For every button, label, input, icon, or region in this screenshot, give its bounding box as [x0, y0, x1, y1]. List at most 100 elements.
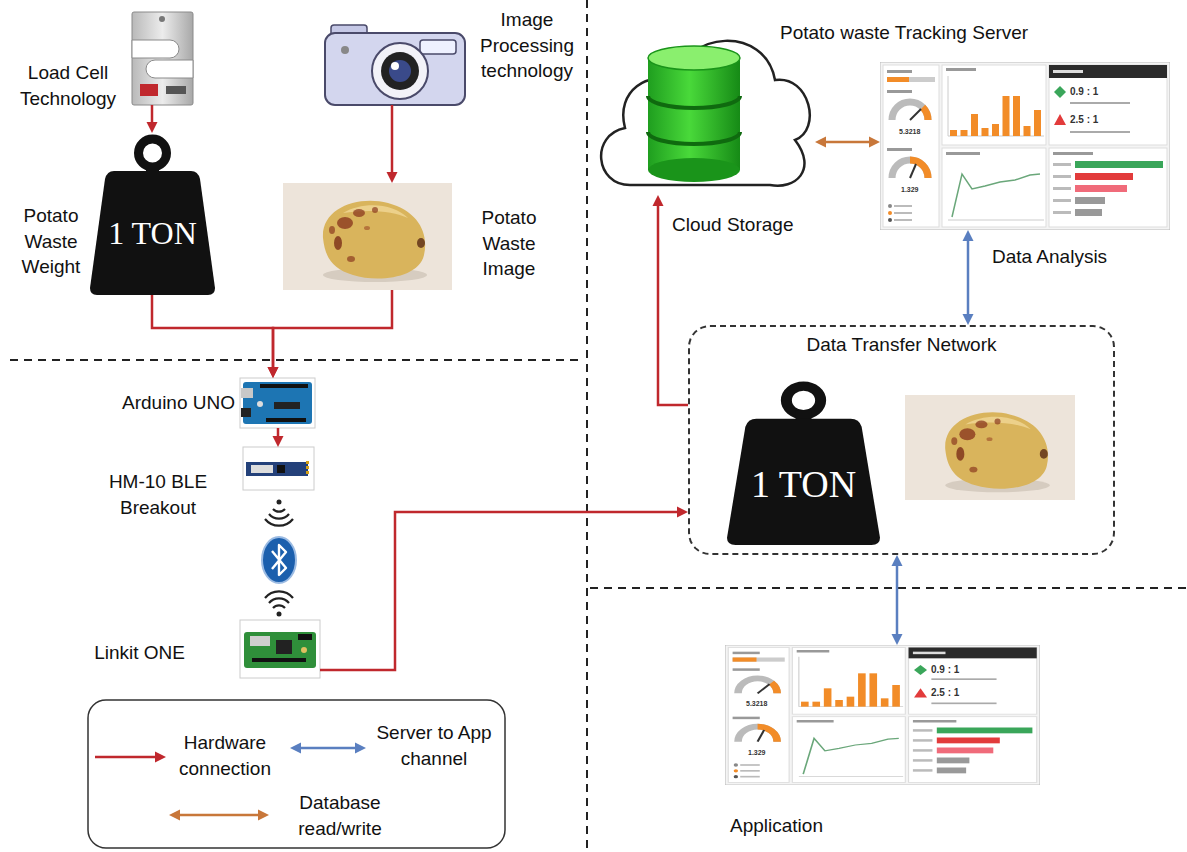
arrow-head — [268, 367, 279, 378]
cloud-storage-picture-part — [648, 132, 740, 144]
arduino-board-part — [243, 382, 312, 424]
hm10-module-part — [306, 466, 309, 469]
load-cell-picture-part — [159, 16, 165, 22]
weight-icon — [727, 386, 880, 545]
connector — [147, 105, 158, 133]
node-label: Image Processing technology — [473, 7, 581, 84]
arduino-board-part — [241, 388, 253, 398]
node-label: 1 TON — [727, 462, 880, 508]
arrow-head — [677, 507, 688, 518]
wireless-icon-part — [277, 612, 282, 617]
legend-box-part — [169, 810, 180, 821]
arrow-head — [869, 137, 880, 148]
weight-node: 1 TON — [727, 380, 880, 545]
node-label: Cloud Storage — [672, 212, 793, 238]
connector — [892, 555, 903, 645]
connector — [815, 137, 880, 148]
wireless-icon-part — [273, 605, 285, 608]
legend-box-part — [300, 747, 355, 750]
wireless-icon-part — [273, 509, 285, 512]
wireless-icon — [265, 500, 293, 526]
connector — [152, 295, 279, 378]
server-dashboard — [880, 62, 1170, 230]
arduino-board-part — [274, 402, 300, 409]
legend-box-part — [290, 743, 301, 754]
wireless-icon-part — [269, 598, 289, 603]
connector-line — [320, 512, 679, 670]
load-cell-picture-part — [132, 12, 193, 105]
connector — [268, 290, 393, 378]
node-label: Linkit ONE — [80, 640, 185, 666]
arrow-head — [892, 634, 903, 645]
linkit-board-part — [250, 636, 270, 646]
camera-picture-part — [372, 43, 428, 99]
linkit-board-part — [301, 647, 307, 653]
camera-picture-part — [389, 60, 411, 82]
potato-photo — [905, 395, 1075, 500]
dashboard-value: 0.9 : 1 — [1070, 86, 1098, 98]
cloud-storage-picture-part — [648, 158, 740, 182]
hm10-module-part — [306, 461, 309, 464]
application-node: Application — [725, 645, 1040, 785]
legend-box-part — [180, 814, 258, 817]
linkit-board-part — [240, 620, 320, 678]
load-cell-picture-part — [140, 84, 158, 96]
hm10-module-part — [243, 447, 314, 490]
node-label: Arduino UNO — [95, 390, 235, 416]
wireless-icon — [265, 591, 293, 616]
bluetooth-icon — [262, 537, 296, 583]
arrow-head — [147, 122, 158, 133]
legend-box-part — [95, 756, 155, 759]
linkit-board-part — [244, 632, 316, 668]
legend-box-part — [155, 752, 166, 763]
dashboard-value: 2.5 : 1 — [1070, 114, 1098, 126]
node-label: Load Cell Technology — [12, 60, 124, 111]
cloud-storage-picture — [601, 41, 810, 186]
connector-line — [824, 141, 871, 144]
legend-text: Hardware connection — [170, 730, 280, 781]
server-node: Potato waste Tracking Server — [880, 62, 1170, 230]
node-label: HM-10 BLE Breakout — [103, 469, 213, 520]
node-label: Application — [730, 813, 823, 839]
arrow-head — [892, 555, 903, 566]
arrow-head — [273, 436, 284, 447]
connector-line — [967, 239, 970, 316]
connector-line — [273, 290, 392, 369]
wireless-icon-part — [265, 591, 293, 598]
arrow-head — [963, 314, 974, 325]
network-box: Data Transfer Network1 TON — [688, 325, 1115, 555]
node-label: Potato waste Tracking Server — [780, 20, 1028, 46]
node-label: Potato Waste Image — [459, 205, 559, 282]
load-cell-picture-part — [132, 40, 179, 58]
connector — [963, 230, 974, 325]
hm10-module-part — [277, 465, 285, 473]
connector — [320, 507, 688, 671]
arrow-head — [815, 137, 826, 148]
legend-box-part — [258, 810, 269, 821]
cloud-storage-picture-part — [648, 46, 740, 70]
load-cell-picture — [132, 12, 193, 105]
legend-box-part — [88, 700, 505, 848]
camera-picture-part — [420, 40, 456, 54]
connector-line — [152, 295, 273, 369]
hm10-node: HM-10 BLE Breakout — [243, 447, 314, 490]
arrow-head — [963, 230, 974, 241]
arduino-board-part — [257, 401, 263, 407]
hm10-module-part — [306, 471, 309, 474]
load-cell-picture-part — [146, 60, 193, 78]
region-divider — [10, 0, 1187, 852]
connector — [387, 105, 398, 183]
cloud-storage-picture-part — [648, 96, 740, 108]
connector — [273, 428, 284, 447]
linkit-node: Linkit ONE — [240, 620, 320, 678]
arrow-head — [387, 172, 398, 183]
arduino-board — [240, 378, 315, 428]
legend-box — [88, 700, 505, 848]
dashboard-value: 1.329 — [901, 186, 919, 194]
region-divider-part — [10, 359, 580, 361]
potato-photo — [283, 183, 452, 290]
arduino-board-part — [266, 418, 306, 422]
arduino-node: Arduino UNO — [240, 378, 315, 428]
